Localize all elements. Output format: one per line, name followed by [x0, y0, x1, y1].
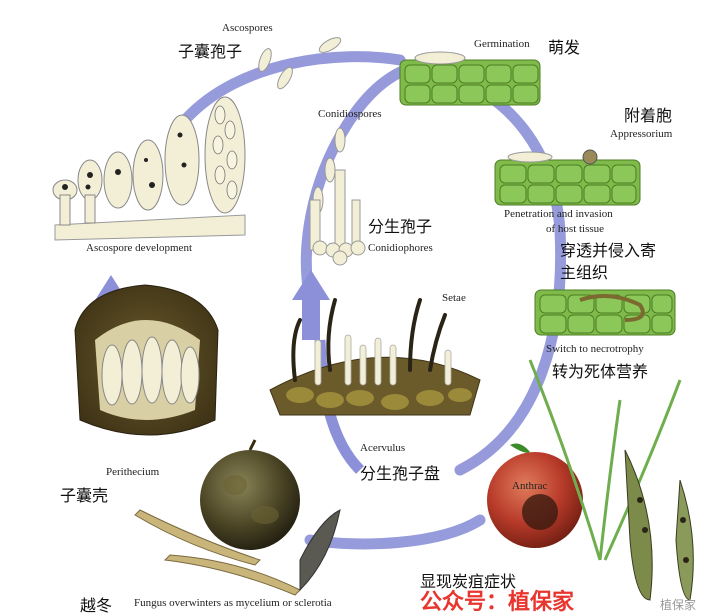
germination-label-zh: 萌发: [548, 38, 581, 57]
arrow-top-left: [179, 51, 406, 126]
perithecium: [74, 284, 219, 436]
appressorium-label-zh: 附着胞: [624, 106, 673, 125]
conidiospores-label-en: Conidiospores: [318, 108, 382, 120]
germination-tissue: [399, 51, 541, 106]
ascospores-label-en: Ascospores: [222, 22, 273, 34]
watermark-text: 公众号：植保家: [420, 590, 575, 615]
ascospores-label-zh: 子囊孢子: [178, 42, 243, 61]
overwinter-label-zh: 越冬: [80, 596, 113, 615]
acervulus-label-en: Acervulus: [360, 442, 406, 454]
appressorium-tissue: [494, 149, 641, 206]
necrotrophy-label-zh: 转为死体营养: [552, 362, 649, 381]
watermark-sub: 植保家: [660, 598, 697, 612]
arrow-right-side: [454, 79, 567, 476]
anthracnose-apple: [487, 443, 583, 548]
perithecium-label-en: Perithecium: [106, 466, 160, 478]
acervulus-label-zh: 分生孢子盘: [360, 464, 441, 483]
invasion-tissue: [534, 289, 676, 336]
ascospore-development-label: Ascospore development: [86, 242, 192, 254]
perithecium-label-zh: 子囊壳: [60, 486, 109, 505]
penetration-label-en-2: of host tissue: [546, 223, 605, 235]
appressorium-label-en: Appressorium: [610, 128, 673, 140]
necrotrophy-label-en: Switch to necrotrophy: [546, 343, 644, 355]
anthracnose-label-zh: 显现炭疽症状: [420, 572, 517, 591]
penetration-label-en-1: Penetration and invasion: [504, 208, 613, 220]
conidia-label-zh: 分生孢子: [368, 217, 433, 236]
arrow-up-mid-stem: [302, 300, 320, 340]
diseased-pod-left: [299, 509, 341, 592]
ascus-development: [52, 96, 246, 241]
ascospores-cluster: [258, 37, 342, 90]
diseased-pods: [624, 449, 694, 601]
germination-label-en: Germination: [474, 38, 530, 50]
anthracnose-label-en: Anthrac: [512, 480, 548, 492]
setae-label-en: Setae: [442, 292, 466, 304]
conidiophores: [309, 127, 366, 266]
arrow-up-mid-head: [292, 270, 330, 300]
conidiophores-label-en: Conidiophores: [368, 242, 433, 254]
diseased-plant: [528, 359, 682, 561]
overwinter-label-en: Fungus overwinters as mycelium or sclero…: [134, 597, 332, 609]
penetration-label-zh: 穿透并侵入寄主组织: [560, 241, 657, 282]
dead-twigs: [134, 509, 301, 596]
mummified-apple: [200, 439, 300, 550]
arrow-inner: [300, 62, 416, 306]
acervulus: [269, 298, 481, 416]
